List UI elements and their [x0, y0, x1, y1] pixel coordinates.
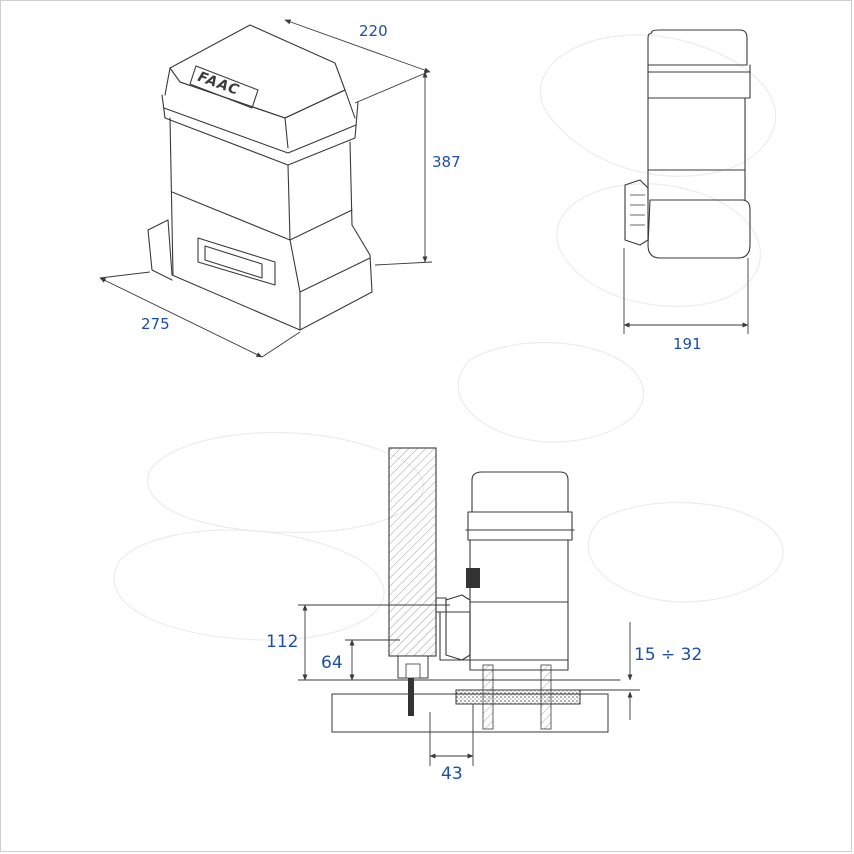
foundation-plate	[331, 679, 621, 733]
operator-cover	[161, 24, 359, 166]
anchor-bolts	[482, 664, 552, 730]
background-watermark	[113, 34, 784, 641]
iso-dimension-lines	[99, 19, 433, 358]
section-dimension-lines	[298, 604, 640, 766]
operator-body	[147, 117, 373, 331]
operator-section	[435, 471, 575, 671]
installation-view	[298, 447, 640, 766]
gate-leaf	[388, 447, 437, 657]
side-view	[623, 29, 751, 334]
isometric-view	[99, 19, 433, 358]
rack-profile	[397, 655, 429, 716]
